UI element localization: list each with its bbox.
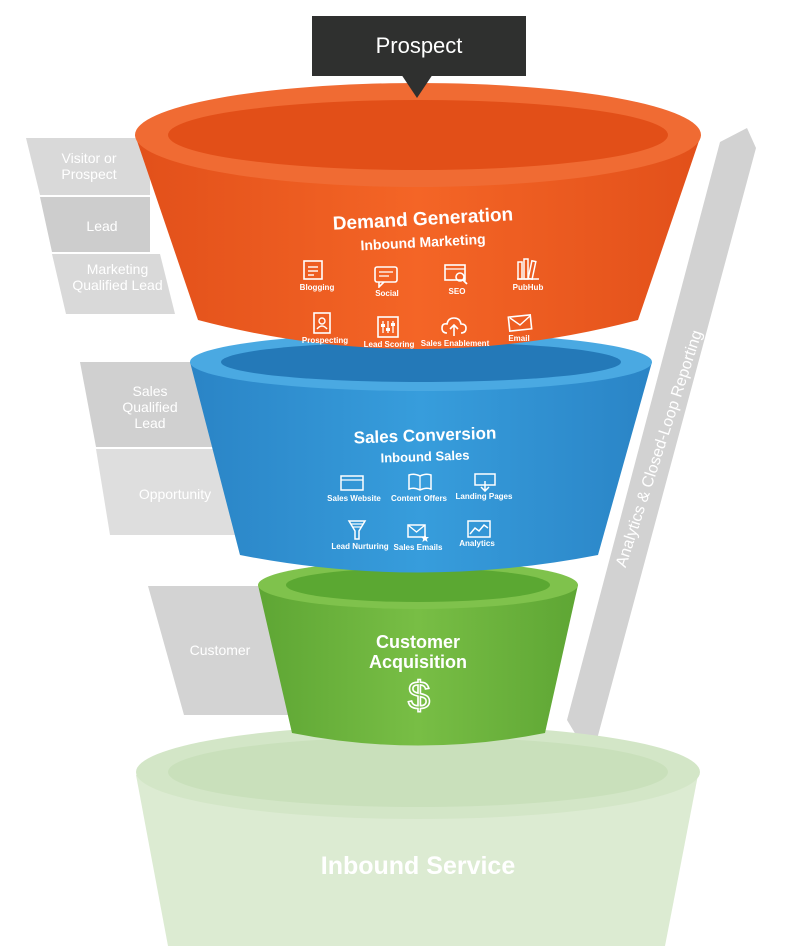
- tab-customer: [148, 586, 290, 715]
- demand-body: [135, 135, 701, 349]
- tab-lead: [40, 197, 150, 252]
- seo-label: SEO: [448, 287, 466, 296]
- sales-body: [190, 362, 652, 573]
- pubhub-icon: [515, 256, 541, 282]
- content-offers-label: Content Offers: [391, 494, 447, 503]
- service-body: [136, 775, 698, 946]
- dollar-icon: $: [407, 673, 431, 719]
- demand-inner: [168, 100, 668, 170]
- prospecting-label: Prospecting: [301, 336, 349, 345]
- analytics-icon: [466, 519, 492, 539]
- sales-website-label: Sales Website: [327, 494, 381, 503]
- cloud-upload-icon: [440, 314, 468, 338]
- email-icon: [507, 313, 533, 333]
- label-mql: Marketing Qualified Lead: [72, 261, 163, 293]
- label-visitor: Visitor or Prospect: [61, 150, 117, 182]
- analytics-item-label: Analytics: [459, 539, 495, 548]
- tab-mql: [52, 254, 175, 314]
- funnel-icon: [347, 519, 367, 541]
- seo-icon: [443, 262, 469, 286]
- lead-nurturing-label: Lead Nurturing: [331, 542, 389, 551]
- blogging-label: Blogging: [299, 283, 335, 292]
- content-offers-icon: [407, 472, 433, 492]
- label-sql: Sales Qualified Lead: [122, 383, 178, 431]
- social-icon: [373, 264, 399, 288]
- customer-body: [258, 585, 578, 746]
- tab-opportunity: [96, 449, 235, 535]
- label-customer: Customer: [189, 642, 251, 658]
- sales-emails-label: Sales Emails: [393, 543, 443, 552]
- pubhub-label: PubHub: [512, 283, 544, 292]
- social-label: Social: [375, 289, 399, 298]
- label-opportunity: Opportunity: [138, 486, 212, 502]
- label-lead: Lead: [86, 218, 118, 234]
- blogging-icon: [301, 258, 325, 282]
- prospect-callout: Prospect: [312, 16, 526, 76]
- service-title: Inbound Service: [320, 852, 516, 880]
- sales-website-icon: [339, 474, 365, 492]
- landing-pages-label: Landing Pages: [455, 492, 513, 501]
- service-inner: [168, 737, 668, 807]
- sales-inner: [221, 342, 621, 382]
- tab-sql: [80, 362, 215, 447]
- prospect-pointer: [401, 74, 433, 98]
- analytics-bar: [567, 128, 756, 743]
- prospecting-icon: [311, 311, 333, 335]
- email-label: Email: [508, 334, 530, 343]
- sales-emails-icon: [406, 522, 430, 542]
- customer-title-1: Customer: [375, 632, 460, 652]
- landing-pages-icon: [473, 472, 497, 492]
- lead-scoring-label: Lead Scoring: [363, 340, 415, 349]
- lead-scoring-icon: [376, 315, 400, 339]
- customer-inner: [286, 568, 550, 602]
- sales-enablement-label: Sales Enablement: [420, 339, 490, 348]
- customer-title-2: Acquisition: [369, 652, 467, 672]
- tab-visitor: [26, 138, 150, 195]
